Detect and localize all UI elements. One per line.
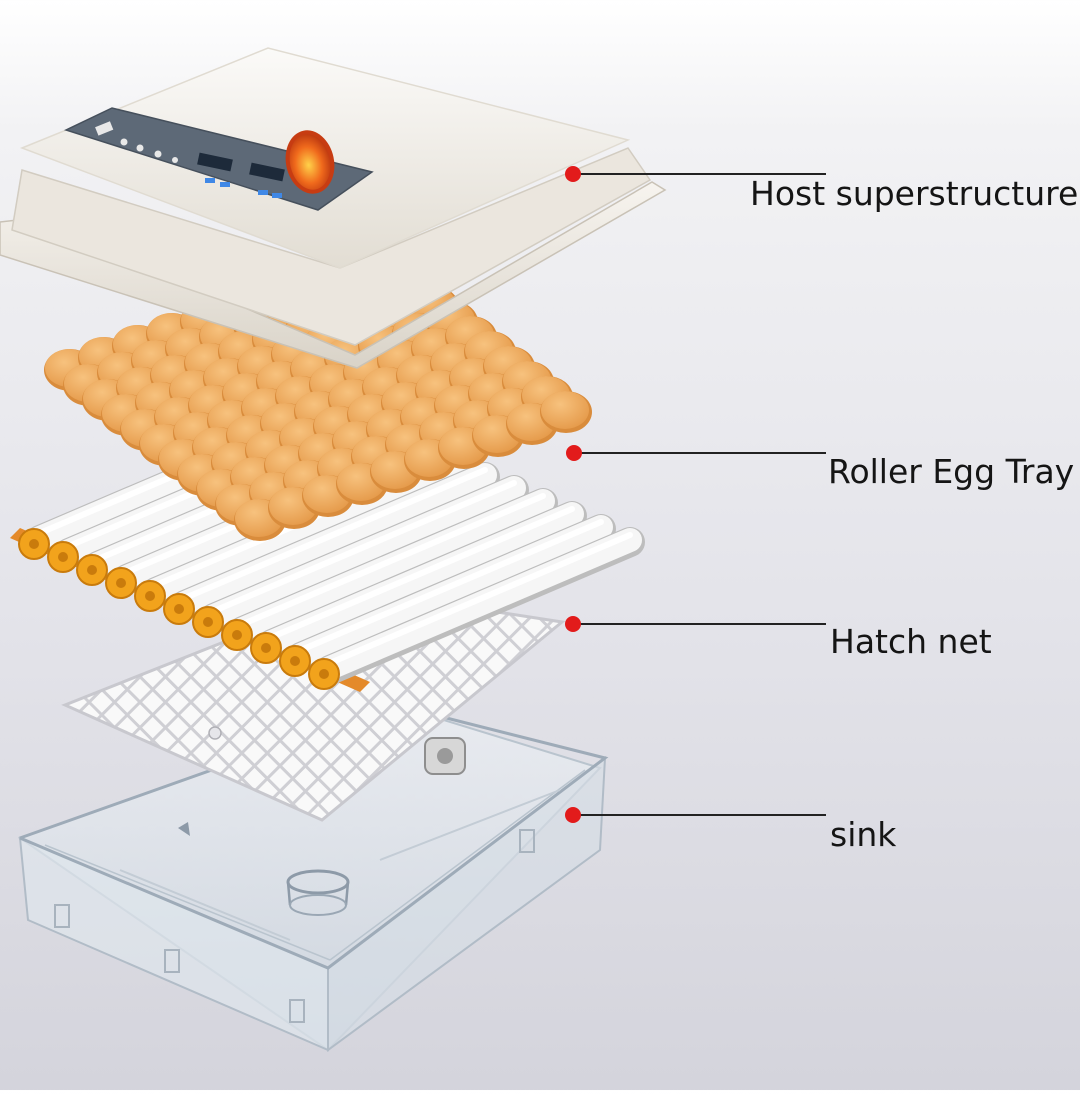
gear-icon [279, 645, 311, 677]
gear-icon [76, 554, 108, 586]
callout-roller [566, 445, 826, 461]
roller [315, 527, 645, 685]
roller [170, 462, 500, 620]
gear-icon [308, 658, 340, 690]
roller [257, 501, 587, 659]
callout-dot-host [565, 166, 581, 182]
host-lid [0, 47, 667, 369]
gear-icon [221, 619, 253, 651]
callout-sink [565, 807, 826, 823]
label-roller-egg-tray: Roller Egg Tray [828, 452, 1075, 491]
egg [540, 391, 592, 433]
gear-icon [163, 593, 195, 625]
gears-group [18, 528, 340, 690]
gear-icon [250, 632, 282, 664]
callout-dot-hatch [565, 616, 581, 632]
roller [228, 488, 558, 646]
callout-host [565, 166, 826, 182]
gear-icon [192, 606, 224, 638]
motor-icon [424, 737, 466, 775]
gear-icon [47, 541, 79, 573]
label-host-superstructure: Host superstructure [750, 174, 1079, 213]
callout-hatch [565, 616, 826, 632]
roller [286, 514, 616, 672]
glowing-egg-icon [285, 130, 335, 194]
label-sink: sink [830, 815, 897, 854]
sink-tray [17, 703, 609, 1052]
gear-icon [105, 567, 137, 599]
gear-icon [134, 580, 166, 612]
callout-dot-sink [565, 807, 581, 823]
gear-icon [18, 528, 50, 560]
callout-dot-roller [566, 445, 582, 461]
label-hatch-net: Hatch net [830, 622, 992, 661]
roller [199, 475, 529, 633]
